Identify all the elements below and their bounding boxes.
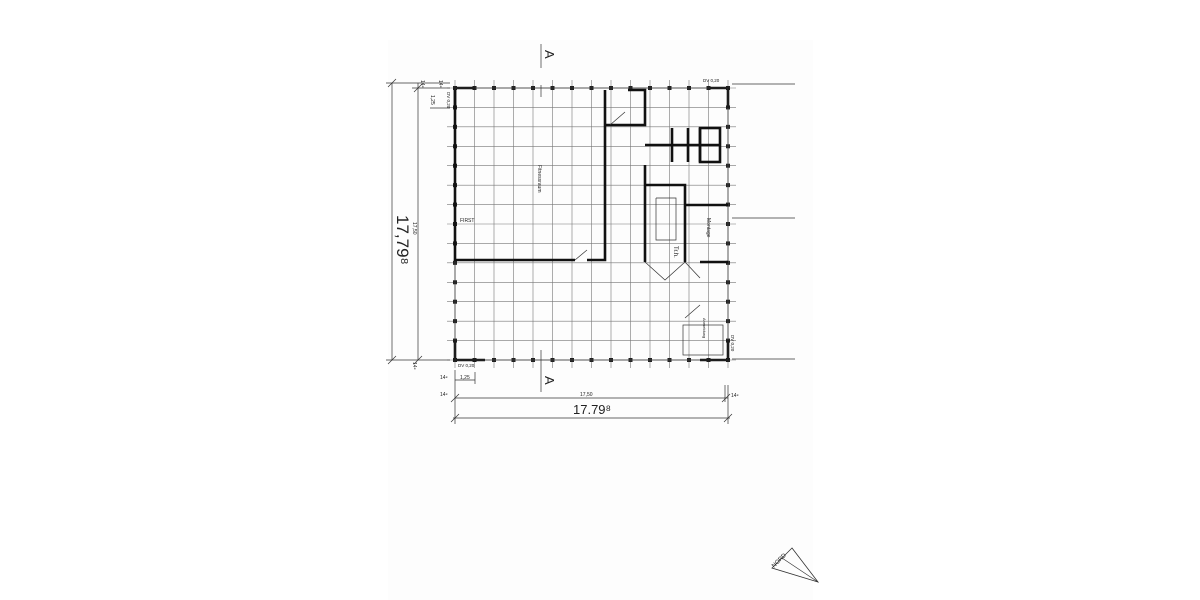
- dim-overall-horizontal: 17.79⁸: [573, 402, 611, 417]
- dim-bay-horizontal: 1,25: [460, 375, 470, 381]
- dim-bay-vertical: 1,25: [429, 95, 435, 105]
- vertical-dimensions: 17,79⁸ 17,50 14⁹ 14⁹ 1,25 14⁹: [386, 78, 450, 370]
- room-label-reception: Anmeldung: [702, 318, 707, 338]
- dim-edge-left: 14⁹: [440, 392, 448, 398]
- room-label-montage: Montage: [705, 218, 711, 238]
- dim-edge-right: 14⁹: [731, 393, 739, 399]
- section-line-a: A A: [540, 44, 557, 392]
- right-reference-lines: [732, 83, 795, 360]
- dim-overall-vertical: 17,79⁸: [393, 215, 412, 265]
- note-dv-top-right: DV 0,20: [703, 78, 720, 83]
- section-marker-top: A: [542, 50, 557, 59]
- note-dv-bottom-right: DV 0,20: [730, 335, 735, 352]
- room-label-first: FIRST: [460, 218, 474, 224]
- dim-edge-top-2: 14⁹: [437, 80, 443, 88]
- horizontal-dimensions: 14⁹ 1,25 14⁹ 14⁹ 17,50 17.79⁸: [440, 370, 739, 424]
- drawing-sheet: [388, 40, 813, 600]
- dim-edge-bottom: 14⁹: [440, 375, 448, 381]
- north-arrow-icon: NORD: [771, 547, 820, 583]
- section-marker-bottom: A: [542, 376, 557, 385]
- dim-edge-bottom-left: 14⁹: [411, 362, 417, 370]
- dim-inner-vertical: 17,50: [411, 222, 417, 235]
- dim-edge-top: 14⁹: [419, 80, 425, 88]
- interior-walls: [453, 88, 728, 356]
- dim-inner-horizontal: 17,50: [580, 392, 593, 398]
- note-dv-top-left: DV 0,20: [446, 92, 451, 109]
- room-label-stair: Tr.h.: [672, 246, 678, 258]
- note-dv-bottom-left: DV 0,20: [458, 363, 475, 368]
- room-label-fitness: Fitnessraum: [536, 165, 542, 193]
